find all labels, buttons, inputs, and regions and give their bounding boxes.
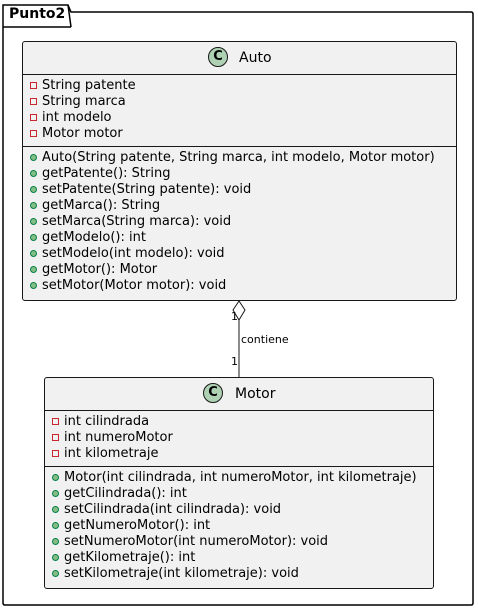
class-auto-header: C Auto: [23, 42, 456, 75]
private-visibility-icon: [52, 450, 59, 457]
method: setMotor(Motor motor): void: [23, 278, 456, 294]
target-multiplicity: 1: [231, 355, 238, 368]
attribute: String patente: [23, 78, 456, 94]
method: setNumeroMotor(int numeroMotor): void: [45, 534, 433, 550]
method-text: getModelo(): int: [42, 230, 146, 245]
attribute-text: int kilometraje: [64, 446, 159, 461]
public-visibility-icon: [30, 186, 37, 193]
method: getKilometraje(): int: [45, 550, 433, 566]
public-visibility-icon: [30, 266, 37, 273]
public-visibility-icon: [52, 570, 59, 577]
method: Auto(String patente, String marca, int m…: [23, 150, 456, 166]
class-motor-header: C Motor: [45, 378, 433, 411]
method: setPatente(String patente): void: [23, 182, 456, 198]
class-motor-attributes: int cilindrada int numeroMotor int kilom…: [45, 411, 433, 466]
method: getMarca(): String: [23, 198, 456, 214]
method: setKilometraje(int kilometraje): void: [45, 566, 433, 582]
private-visibility-icon: [30, 130, 37, 137]
method-text: setNumeroMotor(int numeroMotor): void: [64, 534, 329, 549]
attribute-text: String marca: [42, 94, 126, 109]
method-text: getMotor(): Motor: [42, 262, 158, 277]
attribute: int kilometraje: [45, 446, 433, 462]
method-text: setMarca(String marca): void: [42, 214, 232, 229]
method-text: setKilometraje(int kilometraje): void: [64, 566, 299, 581]
public-visibility-icon: [52, 506, 59, 513]
public-visibility-icon: [52, 554, 59, 561]
class-motor[interactable]: C Motor int cilindrada int numeroMotor i…: [44, 377, 434, 589]
attribute-text: String patente: [42, 78, 136, 93]
method: setMarca(String marca): void: [23, 214, 456, 230]
package-frame: [2, 4, 474, 606]
public-visibility-icon: [30, 202, 37, 209]
public-visibility-icon: [52, 474, 59, 481]
attribute: int modelo: [23, 110, 456, 126]
method: Motor(int cilindrada, int numeroMotor, i…: [45, 470, 433, 486]
package-tab-edge: [67, 4, 72, 28]
private-visibility-icon: [52, 418, 59, 425]
public-visibility-icon: [52, 522, 59, 529]
method-text: getCilindrada(): int: [64, 486, 187, 501]
method-text: setPatente(String patente): void: [42, 182, 252, 197]
aggregation-diamond: [232, 300, 246, 321]
public-visibility-icon: [30, 282, 37, 289]
attribute-text: int numeroMotor: [64, 430, 173, 445]
method: setCilindrada(int cilindrada): void: [45, 502, 433, 518]
method-text: Motor(int cilindrada, int numeroMotor, i…: [64, 470, 417, 485]
method-text: Auto(String patente, String marca, int m…: [42, 150, 435, 165]
public-visibility-icon: [30, 154, 37, 161]
method-text: getMarca(): String: [42, 198, 161, 213]
method: setModelo(int modelo): void: [23, 246, 456, 262]
public-visibility-icon: [30, 250, 37, 257]
class-motor-methods: Motor(int cilindrada, int numeroMotor, i…: [45, 466, 433, 586]
class-auto-methods: Auto(String patente, String marca, int m…: [23, 146, 456, 298]
attribute: Motor motor: [23, 126, 456, 142]
class-motor-name: Motor: [235, 386, 276, 402]
attribute: String marca: [23, 94, 456, 110]
attribute-text: int modelo: [42, 110, 112, 125]
private-visibility-icon: [52, 434, 59, 441]
attribute-text: int cilindrada: [64, 414, 150, 429]
package-name: Punto2: [9, 6, 66, 22]
association-label: contiene: [241, 333, 289, 346]
method: getPatente(): String: [23, 166, 456, 182]
private-visibility-icon: [30, 98, 37, 105]
method-text: setModelo(int modelo): void: [42, 246, 225, 261]
attribute: int cilindrada: [45, 414, 433, 430]
class-auto-attributes: String patente String marca int modelo M…: [23, 75, 456, 146]
class-c-icon: C: [203, 383, 223, 403]
public-visibility-icon: [30, 170, 37, 177]
attribute-text: Motor motor: [42, 126, 123, 141]
method-text: setMotor(Motor motor): void: [42, 278, 227, 293]
attribute: int numeroMotor: [45, 430, 433, 446]
method-text: getNumeroMotor(): int: [64, 518, 211, 533]
method-text: setCilindrada(int cilindrada): void: [64, 502, 282, 517]
class-c-icon: C: [208, 47, 228, 67]
public-visibility-icon: [30, 234, 37, 241]
private-visibility-icon: [30, 114, 37, 121]
method-text: getKilometraje(): int: [64, 550, 196, 565]
method: getCilindrada(): int: [45, 486, 433, 502]
public-visibility-icon: [52, 538, 59, 545]
class-auto-name: Auto: [239, 50, 272, 66]
source-multiplicity: 1: [231, 310, 238, 323]
class-auto[interactable]: C Auto String patente String marca int m…: [22, 41, 457, 301]
method: getNumeroMotor(): int: [45, 518, 433, 534]
method-text: getPatente(): String: [42, 166, 171, 181]
private-visibility-icon: [30, 82, 37, 89]
method: getModelo(): int: [23, 230, 456, 246]
public-visibility-icon: [52, 490, 59, 497]
public-visibility-icon: [30, 218, 37, 225]
method: getMotor(): Motor: [23, 262, 456, 278]
